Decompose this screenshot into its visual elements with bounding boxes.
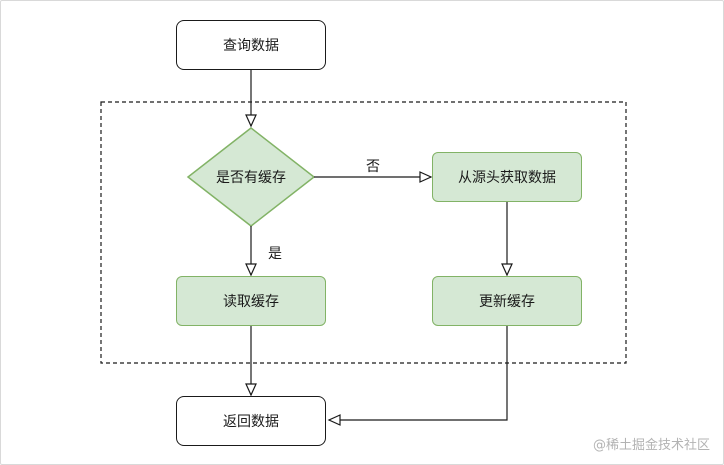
fetch-source-label: 从源头获取数据 [458,170,556,186]
fetch-source-node: 从源头获取数据 [432,152,582,202]
has-cache-label: 是否有缓存 [216,170,286,186]
return-data-node: 返回数据 [176,396,326,446]
read-cache-node: 读取缓存 [176,276,326,326]
return-data-label: 返回数据 [223,414,279,430]
query-data-node: 查询数据 [176,20,326,70]
has-cache-label-box: 是否有缓存 [188,128,314,226]
update-cache-label: 更新缓存 [479,294,535,310]
edge-update-to-return [327,326,508,426]
cache-logic-group [100,101,627,364]
update-cache-node: 更新缓存 [432,276,582,326]
edge-label-no: 否 [366,159,380,175]
query-data-label: 查询数据 [223,38,279,54]
edge-label-yes: 是 [268,246,282,262]
watermark-text: @稀土掘金技术社区 [592,438,710,453]
read-cache-label: 读取缓存 [223,294,279,310]
